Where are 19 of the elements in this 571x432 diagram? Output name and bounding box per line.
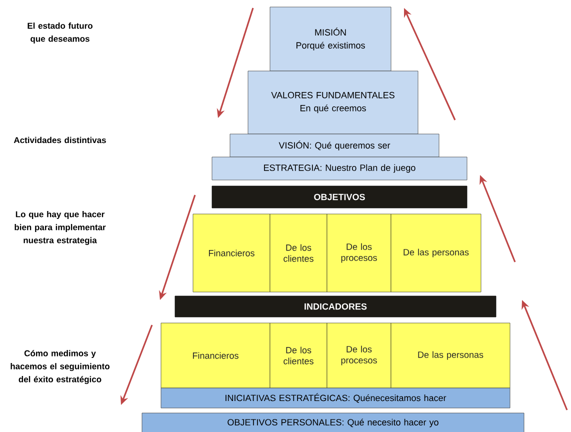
side-note: El estado futuro que deseamos — [28, 22, 92, 44]
table-cell: De los clientes — [270, 214, 328, 292]
table-cell: De los procesos — [326, 214, 392, 292]
header-bar: OBJETIVOS — [212, 186, 468, 208]
side-note: Lo que hay que hacer bien para implementar nuestra estrategia — [14, 211, 106, 245]
table-cell: De las personas — [390, 214, 482, 292]
pyramid-box: MISIÓN Porqué existimos — [270, 6, 392, 72]
pyramid-box: VISIÓN: Qué queremos ser — [230, 134, 440, 158]
side-note: Cómo medimos y hacemos el seguimiento del éxito estratégico — [10, 350, 110, 384]
side-note: Actividades distintivas — [14, 136, 106, 144]
table-cell: Financieros — [160, 322, 270, 388]
table-cell: De los clientes — [270, 322, 328, 388]
table-cell: De los procesos — [326, 322, 392, 388]
header-bar: INDICADORES — [174, 296, 496, 318]
table-cell: De las personas — [390, 322, 510, 388]
pyramid-box: ESTRATEGIA: Nuestro Plan de juego — [212, 156, 468, 180]
pyramid-box: INICIATIVAS ESTRATÉGICAS: Quénecesitamos hacer — [160, 388, 510, 408]
pyramid-box: OBJETIVOS PERSONALES: Qué necesito hacer yo — [142, 412, 524, 432]
table-cell: Financieros — [192, 214, 270, 292]
